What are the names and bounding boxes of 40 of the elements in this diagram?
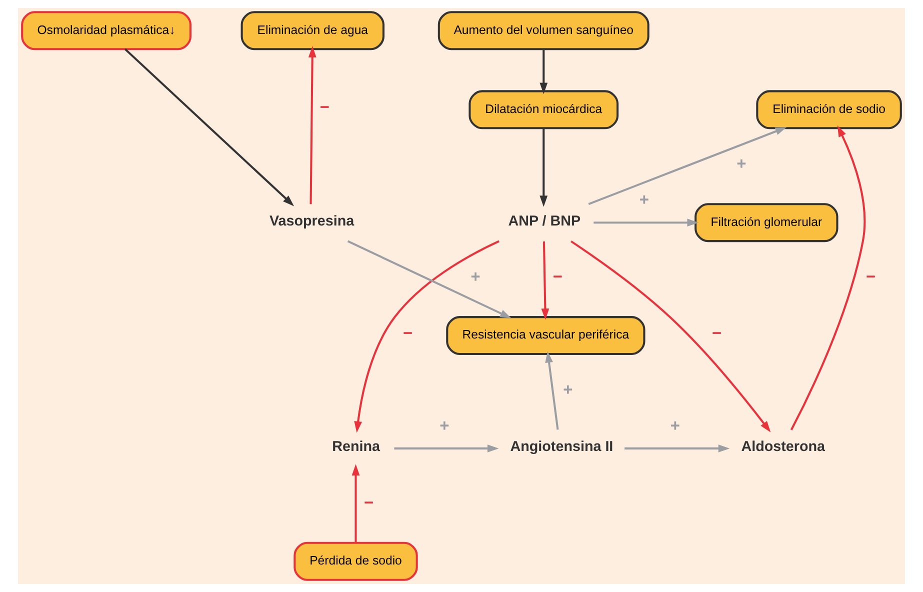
arrow xyxy=(570,240,771,432)
edge-label: + xyxy=(440,416,450,435)
edge-label: − xyxy=(866,268,876,286)
edge-label: − xyxy=(320,98,330,117)
edge-label: + xyxy=(470,268,480,286)
arrow xyxy=(124,48,294,206)
edge-label: + xyxy=(563,380,573,399)
node-box: Filtración glomerular xyxy=(694,203,838,242)
arrow xyxy=(394,444,499,452)
node-text: ANP / BNP xyxy=(508,213,581,230)
arrow xyxy=(588,127,787,206)
edge-label: − xyxy=(712,324,722,342)
arrow xyxy=(790,125,866,430)
node-box: Eliminación de agua xyxy=(240,11,384,50)
node-text: Aldosterona xyxy=(741,439,826,456)
edge-label: + xyxy=(639,190,649,209)
node-box: Pérdida de sodio xyxy=(294,542,418,581)
arrow xyxy=(352,464,360,543)
arrow xyxy=(354,240,500,433)
node-text: Angiotensina II xyxy=(510,439,614,456)
edge-label: − xyxy=(552,268,562,286)
arrow xyxy=(545,351,559,430)
edge-label: − xyxy=(402,324,413,342)
node-box: Resistencia vascular periférica xyxy=(446,316,646,356)
node-box: Eliminación de sodio xyxy=(756,90,902,130)
edge-label: + xyxy=(670,416,680,435)
node-box: Aumento del volumen sanguíneo xyxy=(438,11,650,50)
arrow xyxy=(624,444,730,452)
arrow xyxy=(308,46,316,204)
arrow xyxy=(594,218,699,227)
arrow xyxy=(347,240,512,318)
node-box: Dilatación miocárdica xyxy=(468,90,619,130)
arrow xyxy=(540,128,548,207)
arrow xyxy=(540,49,548,94)
arrow xyxy=(541,241,550,320)
edge-label: + xyxy=(736,155,746,174)
node-box: Osmolaridad plasmática↓ xyxy=(21,11,192,50)
node-text: Vasopresina xyxy=(270,213,354,230)
node-text: Renina xyxy=(332,439,380,456)
edge-label: − xyxy=(364,494,374,512)
